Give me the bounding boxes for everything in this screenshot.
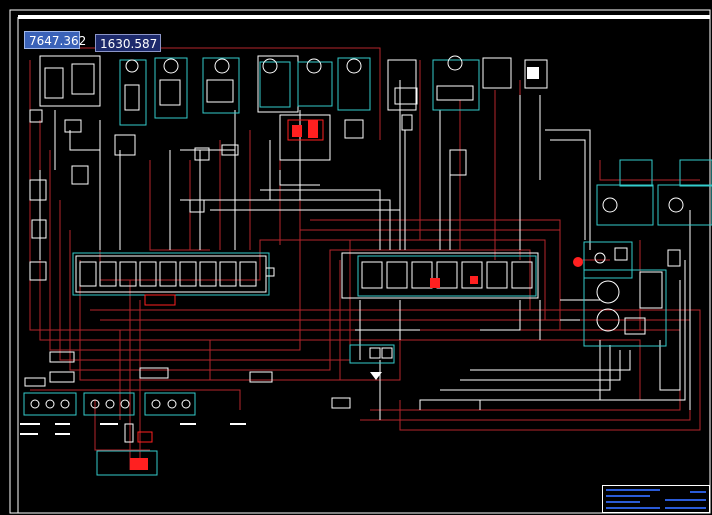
right-valve-manifold	[341, 252, 539, 299]
middle-valve-group	[24, 344, 395, 409]
pump-motor-group	[573, 159, 712, 347]
white-pipe-network	[39, 80, 691, 420]
coordinate-y-readout: 1630.587	[95, 34, 161, 52]
top-valve-blocks	[29, 55, 548, 281]
bottom-valve-banks	[20, 392, 246, 476]
title-block-lines	[606, 489, 706, 509]
coordinate-x-readout: 7647.362	[24, 31, 86, 49]
drawing-frame	[9, 9, 711, 514]
title-block	[602, 485, 710, 513]
left-valve-manifold	[72, 252, 275, 306]
